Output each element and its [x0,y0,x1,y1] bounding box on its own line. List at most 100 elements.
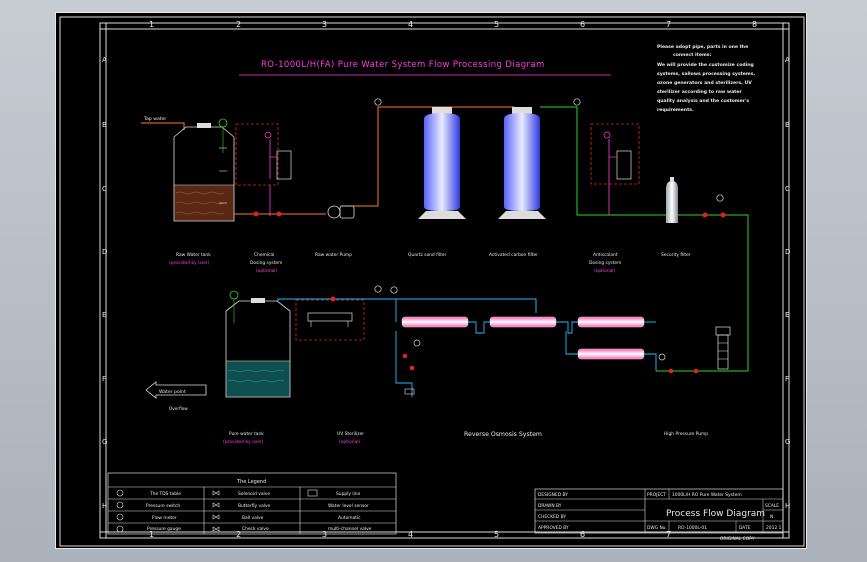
row-letter: D [102,248,107,256]
legend-item: Pressure switch [146,503,180,509]
col-num: 5 [494,20,499,29]
label-dosing-1: Chemical [254,252,274,258]
pure-water-tank [225,298,291,398]
drain-icon [404,388,415,395]
notes-block: Please adopt pipe, parts in one the conn… [657,44,755,113]
level-sensors [219,147,227,204]
label-dosing-1b: Dosing system [250,260,282,266]
legend-item: The TDS table [149,491,181,497]
pressure-gauge-icon [573,98,581,106]
inner-frame [99,22,790,539]
ro-membrane-4 [577,348,645,360]
row-letter: B [102,121,107,129]
row-letter: D [785,248,790,256]
valve-icon [330,296,336,302]
title-block: DESIGNED BY DRAWN BY CHECKED BY APPROVED… [534,488,784,542]
label-dosing-2: Antiscalant [593,252,618,258]
col-num: 6 [580,20,585,29]
note-line: systems, sallows processing systems, [657,71,755,77]
treated-water-pipe [540,106,749,223]
ro-membrane-3 [577,316,645,328]
label-raw-tank: Raw Water tank [176,252,211,258]
col-num: 6 [580,530,585,539]
tb-date-value: 2012.1 [766,525,782,531]
dosing-unit-2 [603,131,632,215]
col-num: 4 [408,20,413,29]
legend-item: multi-channel valve [328,526,372,532]
tb-designed: DESIGNED BY [538,492,568,498]
legend-item: Supply line [336,491,361,497]
label-pure-tank-note: (provided by user) [223,439,264,445]
tb-dwg-label: DWG No. [647,525,667,531]
flow-meter-icon [390,286,398,294]
valve-icon [702,212,708,218]
label-raw-tank-note: (provided by user) [169,260,210,266]
ro-piping [395,299,657,397]
dosing-unit-1 [264,131,292,180]
col-num: 3 [322,530,327,539]
level-switch-icon [229,290,239,300]
security-filter [666,177,678,223]
drawing-sheet: 1 2 3 4 5 6 7 8 1 2 3 4 5 6 7 A B C D E … [55,12,807,549]
valve-icon [276,211,282,217]
dosing-system-1-frame [235,123,279,186]
note-line: requirements. [657,107,694,113]
tb-scale-label: SCALE [765,503,779,509]
tb-project-label: PROJECT [647,492,666,498]
legend-title: The Legend [236,479,266,485]
col-num: 8 [752,20,757,29]
ro-membrane-2 [489,316,557,328]
label-security-filter: Security filter [661,252,691,258]
note-line: connect items: [673,52,711,58]
ro-membrane-vessels [401,316,645,360]
title-block-text: DESIGNED BY DRAWN BY CHECKED BY APPROVED… [538,492,782,542]
row-letter: E [102,311,106,319]
legend-item: Water level sensor [328,503,369,509]
feed-pipe [141,122,185,130]
row-letter: H [785,502,790,510]
level-switch-icon [218,118,228,128]
legend-item: Solenoid valve [238,491,270,497]
raw-water-tank [173,123,235,222]
ro-membrane-1 [401,316,469,328]
legend-labels: The TDS table Solenoid valve Supply line… [146,491,372,532]
note-line: quality analysis and the customer's [657,98,749,104]
row-letters: A B C D E F G H A B C D E F G H [102,56,790,510]
tb-drawing-title: Process Flow Diagram [666,509,765,519]
product-water-pipe [277,298,537,313]
outer-frame [59,16,805,547]
tb-footer: ORIGINAL COPY [720,536,755,542]
row-letter: C [785,185,790,193]
tb-scale-value: N [770,514,773,520]
tb-project-value: 1000L/H RO Pure Water System [672,492,742,498]
dosing-system-2-frame [590,123,640,185]
col-num: 7 [666,530,671,539]
row-letter: H [102,502,107,510]
col-num: 1 [149,20,154,29]
row-letter: A [102,56,107,64]
activated-carbon-filter [498,107,546,219]
col-num: 3 [322,20,327,29]
col-num: 2 [236,530,241,539]
label-sand-filter: Quartz sand filter [408,252,447,258]
valve-icon [720,212,726,218]
label-uv-note: (optional) [339,439,361,445]
tb-checked: CHECKED BY [538,514,566,520]
pressure-gauge-icon [658,353,666,361]
tb-drawn: DRAWN BY [538,503,562,509]
label-water-point: Water point [159,389,186,395]
row-letter: A [785,56,790,64]
label-hp-pump: High Pressure Pump [664,431,708,437]
label-dosing-1c: (optional) [256,268,278,274]
note-line: Please adopt pipe, parts in one the [657,44,748,50]
legend-item: Butterfly valve [238,503,271,509]
top-labels: Raw Water tank (provided by user) Chemic… [169,252,691,274]
label-pump: Raw water Pump [315,252,352,258]
note-line: ozone generators and sterilizers, UV [657,80,752,86]
legend-item: Check valve [242,526,269,532]
note-line: We will provide the customize coding [657,62,754,68]
label-carbon-filter: Activated carbon filter [489,252,538,258]
col-num: 5 [494,530,499,539]
bottom-labels: Pure water tank (provided by user) UV St… [223,431,708,445]
row-letter: G [102,438,107,446]
